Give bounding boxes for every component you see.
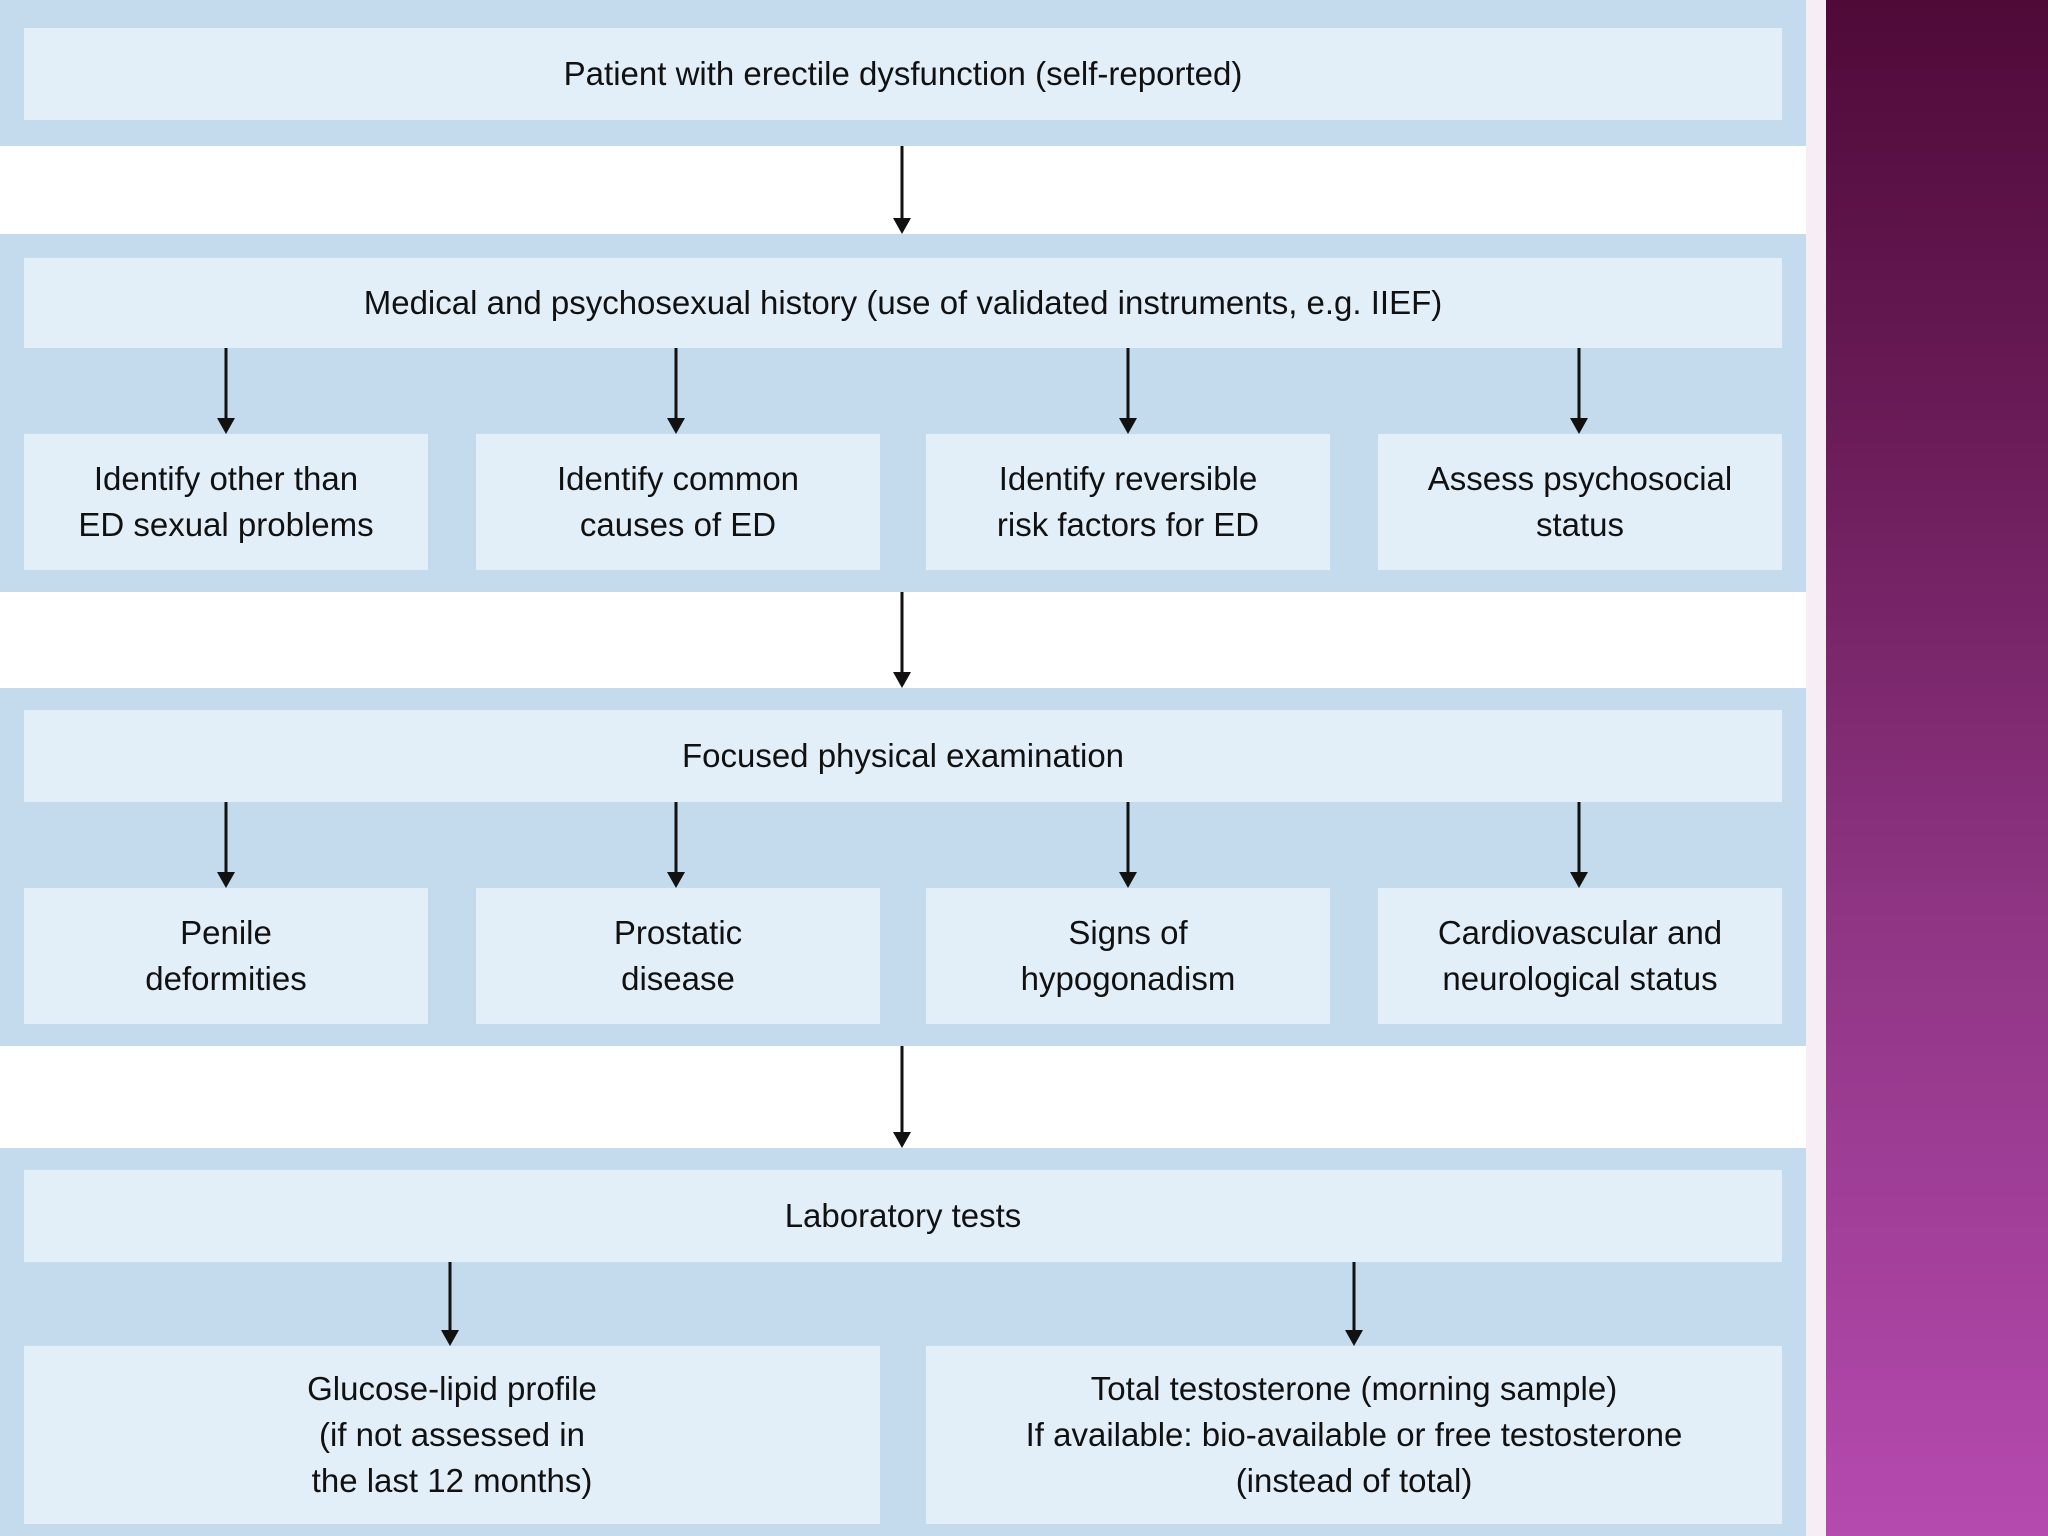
arrow-down-icon <box>1119 348 1137 434</box>
start-box: Patient with erectile dysfunction (self-… <box>24 28 1782 120</box>
arrow-down-icon <box>217 348 235 434</box>
history-title-box: Medical and psychosexual history (use of… <box>24 258 1782 348</box>
arrow-down-icon <box>1119 802 1137 888</box>
lab-item-2: Total testosterone (morning sample) If a… <box>926 1346 1782 1524</box>
exam-item-1: Penile deformities <box>24 888 428 1024</box>
arrow-down-icon <box>441 1262 459 1346</box>
arrow-down-icon <box>893 1046 911 1148</box>
history-item-3: Identify reversible risk factors for ED <box>926 434 1330 570</box>
arrow-down-icon <box>1570 802 1588 888</box>
lab-title-box: Laboratory tests <box>24 1170 1782 1262</box>
history-item-1: Identify other than ED sexual problems <box>24 434 428 570</box>
arrow-down-icon <box>1570 348 1588 434</box>
arrow-down-icon <box>893 592 911 688</box>
exam-title-box: Focused physical examination <box>24 710 1782 802</box>
panel-separator <box>1806 0 1826 1536</box>
exam-item-2: Prostatic disease <box>476 888 880 1024</box>
exam-item-4: Cardiovascular and neurological status <box>1378 888 1782 1024</box>
arrows-layer <box>217 146 1588 1346</box>
arrow-down-icon <box>667 802 685 888</box>
decorative-side-panel <box>1826 0 2048 1536</box>
exam-item-3: Signs of hypogonadism <box>926 888 1330 1024</box>
arrow-down-icon <box>1345 1262 1363 1346</box>
arrow-down-icon <box>217 802 235 888</box>
arrow-down-icon <box>667 348 685 434</box>
lab-item-1: Glucose-lipid profile (if not assessed i… <box>24 1346 880 1524</box>
arrow-down-icon <box>893 146 911 234</box>
history-item-4: Assess psychosocial status <box>1378 434 1782 570</box>
history-item-2: Identify common causes of ED <box>476 434 880 570</box>
